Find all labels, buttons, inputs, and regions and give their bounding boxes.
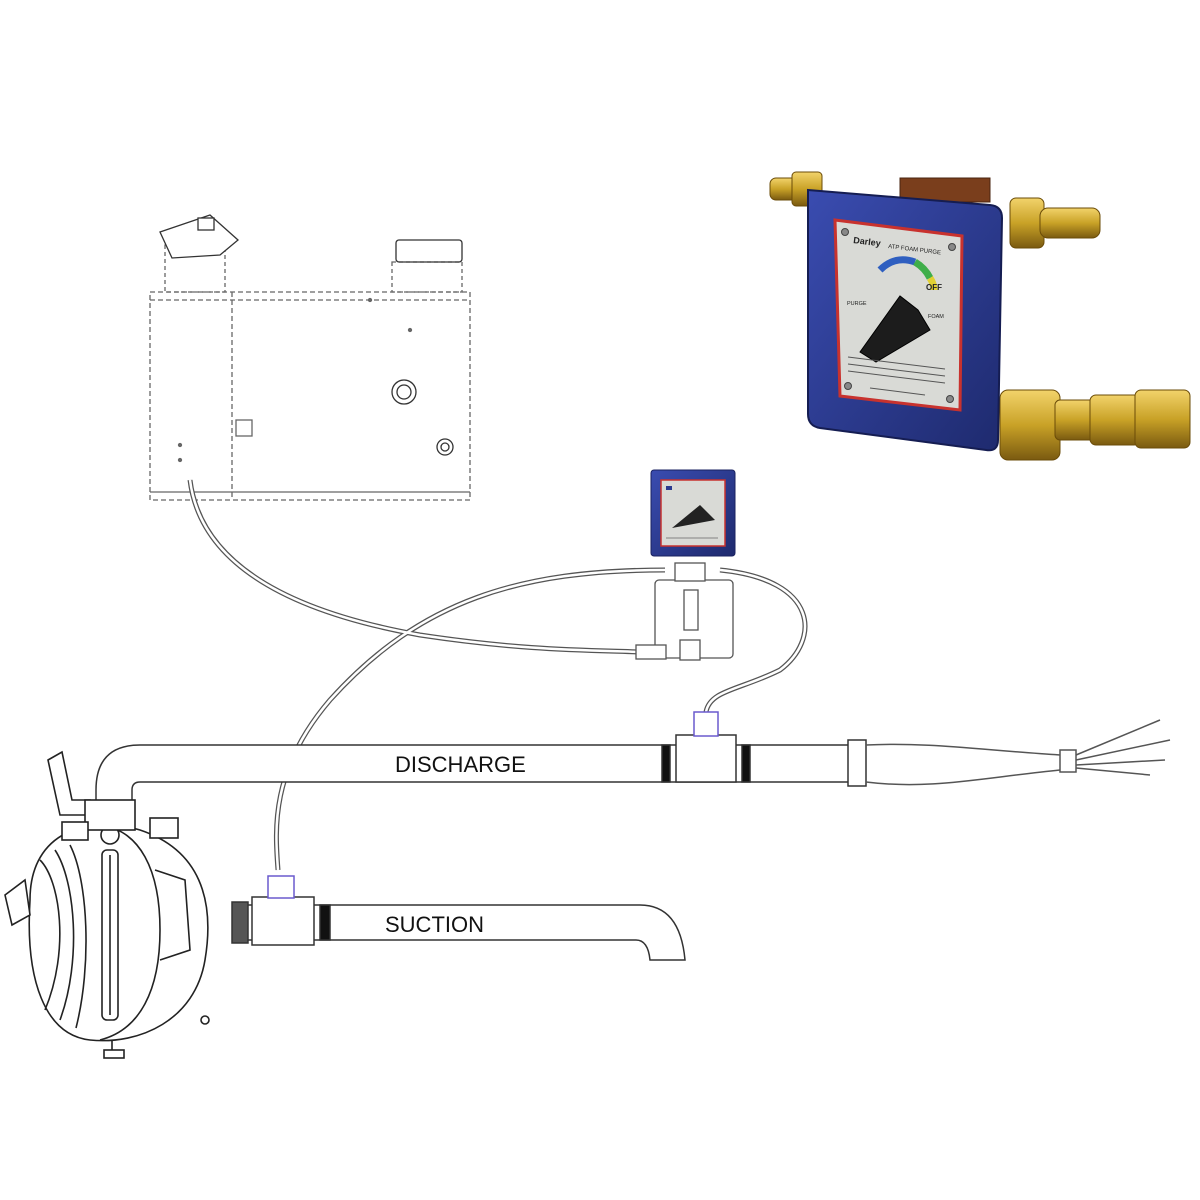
foam-purge-valve: Darley ATP FOAM PURGE OFF PURGE FOAM bbox=[769, 171, 1191, 461]
panel-screws bbox=[841, 228, 956, 403]
foam-tank bbox=[149, 214, 471, 501]
suction-label: SUCTION bbox=[385, 912, 484, 937]
valve-brand: Darley bbox=[853, 235, 882, 248]
tank-port-icon bbox=[391, 379, 417, 405]
discharge-tee bbox=[675, 711, 737, 783]
small-valve-panel bbox=[650, 469, 736, 557]
valve-bracket bbox=[635, 562, 734, 661]
discharge-label: DISCHARGE bbox=[395, 752, 526, 777]
foam-ratio-arc bbox=[877, 256, 938, 291]
fill-cap-icon bbox=[159, 214, 239, 259]
instruction-lines bbox=[847, 356, 946, 396]
purge-label: PURGE bbox=[847, 301, 867, 307]
pump-handle-icon bbox=[47, 750, 91, 816]
discharge-hose bbox=[865, 719, 1171, 786]
tank-drain-icon bbox=[436, 438, 454, 456]
suction-pipe bbox=[231, 875, 686, 961]
off-label: OFF bbox=[926, 283, 942, 292]
bottom-brass-fitting bbox=[999, 389, 1191, 461]
foam-label: FOAM bbox=[928, 314, 944, 320]
suction-tee bbox=[251, 875, 315, 946]
pump bbox=[4, 750, 210, 1059]
discharge-pipe bbox=[95, 711, 867, 806]
